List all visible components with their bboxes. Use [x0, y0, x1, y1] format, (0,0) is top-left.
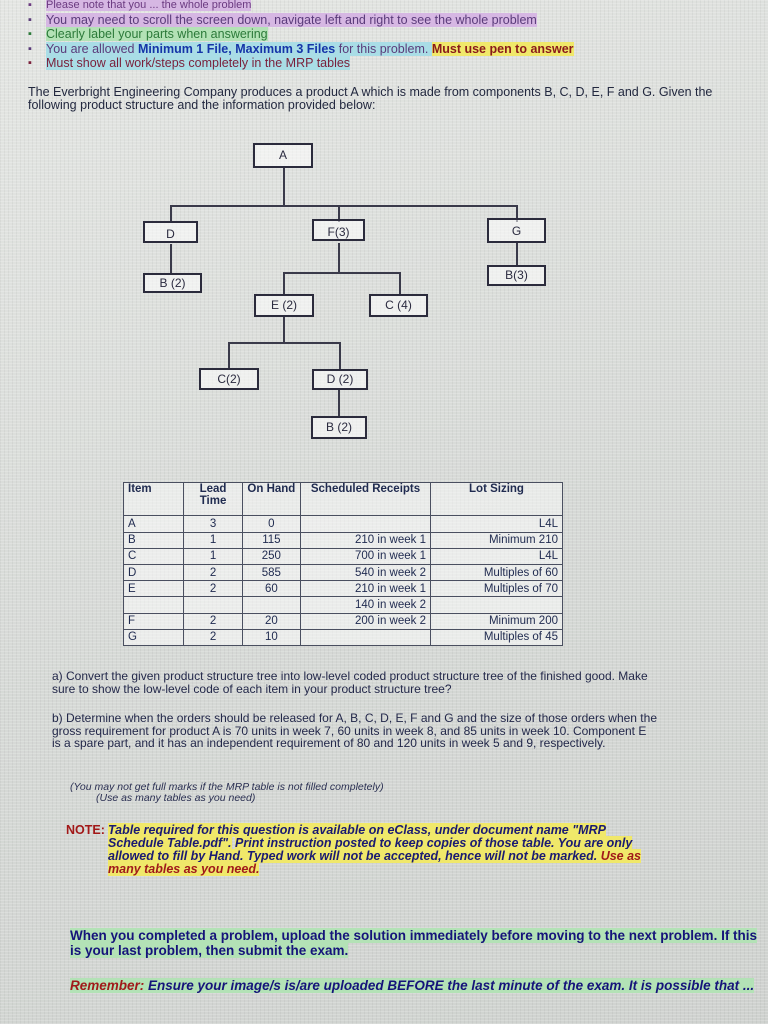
tree-node-d: D (2)	[312, 369, 368, 390]
instruction-item: You are allowed Minimum 1 File, Maximum …	[14, 41, 768, 57]
tree-node-f: F(3)	[312, 219, 365, 241]
item-data-table: Item Lead Time On Hand Scheduled Receipt…	[122, 481, 564, 647]
tree-node-a: A	[253, 143, 313, 168]
reminder-text: Remember: Ensure your image/s is/are upl…	[70, 978, 755, 993]
table-row: A 3 0 L4L	[122, 515, 564, 533]
tree-node-b: B (2)	[143, 273, 202, 293]
tree-node-b: B(3)	[487, 265, 546, 286]
tree-node-c: C (4)	[369, 294, 428, 317]
table-header-row: Item Lead Time On Hand Scheduled Receipt…	[122, 481, 564, 517]
table-row: D 2 585 540 in week 2 Multiples of 60	[122, 564, 564, 582]
instruction-list: Please note that you ... the whole probl…	[14, 0, 768, 71]
tree-node-e: E (2)	[254, 294, 314, 317]
note-block: NOTE: Table required for this question i…	[66, 823, 641, 876]
question-a: a) Convert the given product structure t…	[52, 669, 648, 696]
tree-node-g: G	[487, 218, 546, 243]
table-row: E 2 60 210 in week 1 Multiples of 70	[122, 580, 564, 598]
instruction-item: Must show all work/steps completely in t…	[14, 56, 768, 71]
table-row: 140 in week 2	[122, 596, 564, 614]
column-header-lead-time: Lead Time	[183, 481, 243, 517]
instruction-item: You may need to scroll the screen down, …	[14, 12, 768, 28]
column-header-scheduled-receipts: Scheduled Receipts	[300, 481, 431, 517]
table-row: B 1 115 210 in week 1 Minimum 210	[122, 531, 564, 549]
column-header-on-hand: On Hand	[241, 481, 302, 517]
instruction-item: Please note that you ... the whole probl…	[14, 0, 768, 13]
question-b: b) Determine when the orders should be r…	[52, 711, 657, 750]
tree-node-c: C(2)	[199, 368, 259, 390]
table-row: C 1 250 700 in week 1 L4L	[122, 547, 564, 566]
problem-intro: The Everbright Engineering Company produ…	[28, 85, 713, 112]
column-header-lot-sizing: Lot Sizing	[429, 481, 564, 517]
note-label: NOTE:	[66, 823, 105, 837]
tree-node-b: B (2)	[311, 416, 367, 439]
tree-node-d: D	[143, 221, 198, 243]
table-row: F 2 20 200 in week 2 Minimum 200	[122, 612, 564, 630]
instruction-item: Clearly label your parts when answering	[14, 27, 768, 42]
upload-instruction: When you completed a problem, upload the…	[70, 928, 758, 958]
column-header-item: Item	[122, 481, 185, 517]
question-b-notes: (You may not get full marks if the MRP t…	[70, 781, 384, 804]
table-row: G 2 10 Multiples of 45	[122, 628, 564, 647]
